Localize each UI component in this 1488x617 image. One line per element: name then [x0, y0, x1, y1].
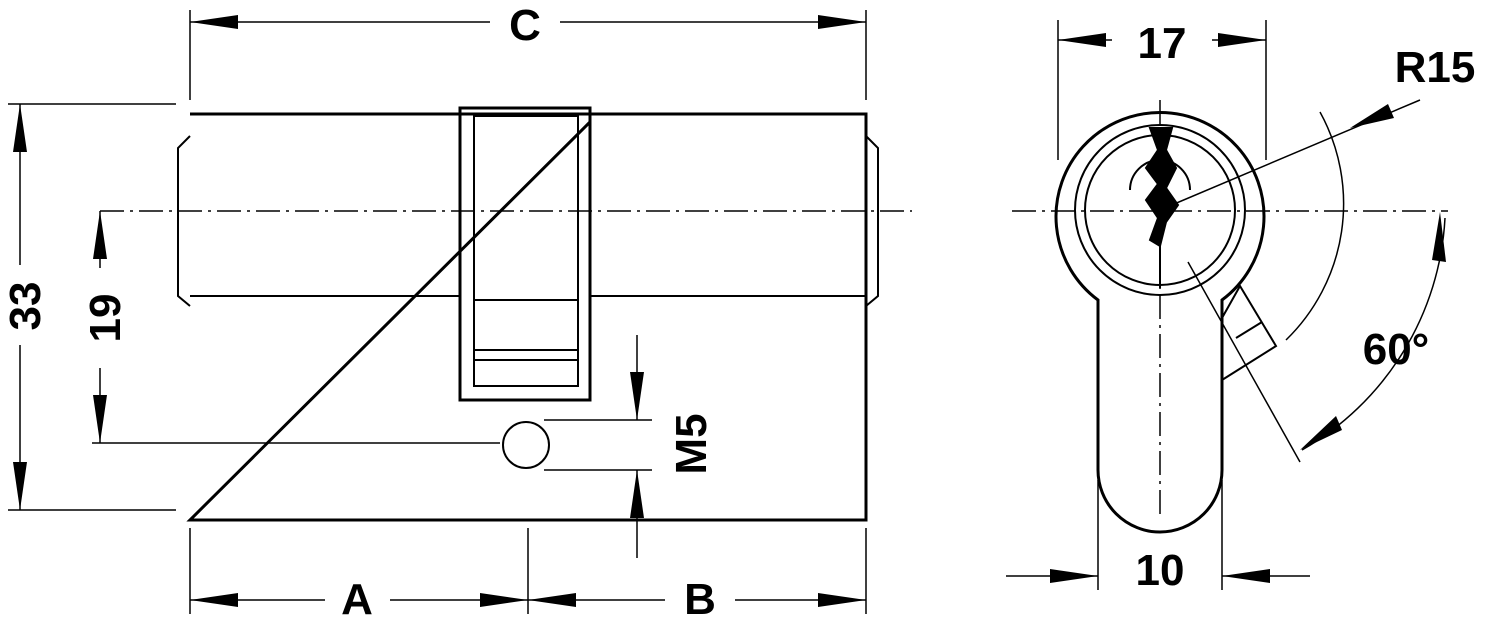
side-view — [100, 106, 912, 522]
dimension-m5: M5 — [544, 335, 716, 558]
dimension-label-17: 17 — [1138, 19, 1187, 68]
dimension-a-b: A B — [189, 528, 867, 617]
profile-outline — [1054, 111, 1266, 534]
cam-slot-outer — [458, 106, 592, 402]
dimension-label-33: 33 — [1, 282, 50, 331]
dimension-c: C — [189, 1, 867, 100]
right-end-chamfer — [865, 135, 879, 307]
key-silhouette — [1144, 127, 1180, 248]
end-view — [1012, 99, 1448, 534]
cylinder-body-outline — [186, 112, 868, 522]
dimension-label-19: 19 — [81, 294, 130, 343]
left-end-chamfer — [177, 135, 191, 307]
cam-slot-inner — [473, 115, 579, 387]
dimension-19: 19 — [81, 211, 500, 444]
dimension-label-b: B — [684, 575, 716, 617]
dimension-label-c: C — [509, 1, 541, 50]
dimension-label-m5: M5 — [667, 413, 716, 474]
dimension-label-10: 10 — [1136, 546, 1185, 595]
dimension-33: 33 — [1, 103, 176, 511]
cam-fin — [1221, 284, 1278, 381]
dimension-label-60-degrees: 60° — [1363, 325, 1430, 374]
dimension-17: 17 — [1057, 19, 1267, 160]
angle-arc — [1285, 111, 1345, 341]
m5-screw-hole — [502, 421, 550, 469]
dimension-label-a: A — [341, 575, 373, 617]
dimension-10: 10 — [1006, 480, 1310, 595]
dimension-label-r15: R15 — [1395, 43, 1476, 92]
